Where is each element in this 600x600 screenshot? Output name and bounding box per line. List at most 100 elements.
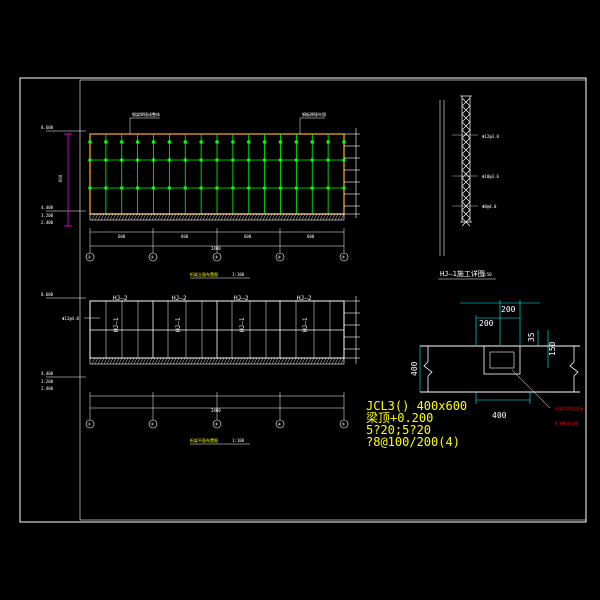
dim-bay-c: 600 bbox=[244, 234, 252, 239]
joint-node bbox=[135, 158, 140, 162]
title-bottom-scale: 1:100 bbox=[232, 438, 245, 443]
top-elevation: 8.600 4.400 3.200 2.400 600 钢架焊接成整体 钢板焊接… bbox=[41, 111, 360, 279]
drawing-line bbox=[166, 213, 171, 221]
drawing-line bbox=[127, 213, 132, 221]
joint-node bbox=[294, 186, 299, 190]
joint-node bbox=[119, 140, 124, 144]
drawing-line bbox=[145, 357, 150, 365]
drawing-line bbox=[214, 357, 219, 365]
joint-node bbox=[183, 158, 188, 162]
joint-node bbox=[151, 186, 156, 190]
drawing-line bbox=[461, 169, 471, 179]
drawing-line bbox=[313, 213, 318, 221]
drawing-line bbox=[229, 357, 234, 365]
drawing-line bbox=[238, 213, 243, 221]
inner-frame bbox=[79, 79, 587, 521]
drawing-line bbox=[337, 213, 342, 221]
drawing-line bbox=[289, 357, 294, 365]
note-top-2: 钢板焊接牢固 bbox=[302, 111, 326, 117]
hj2-label-4: HJ—2 bbox=[297, 295, 312, 302]
drawing-line bbox=[217, 213, 222, 221]
drawing-line bbox=[461, 105, 471, 115]
drawing-line bbox=[268, 213, 273, 221]
drawing-line bbox=[118, 213, 123, 221]
drawing-line bbox=[103, 357, 108, 365]
joint-node bbox=[310, 140, 315, 144]
drawing-line bbox=[268, 357, 273, 365]
drawing-line bbox=[157, 357, 162, 365]
joint-node bbox=[88, 186, 92, 190]
drawing-line bbox=[271, 213, 276, 221]
drawing-line bbox=[160, 357, 165, 365]
drawing-line bbox=[127, 357, 132, 365]
drawing-line bbox=[244, 357, 249, 365]
drawing-line bbox=[319, 213, 324, 221]
drawing-line bbox=[283, 213, 288, 221]
elev-plan-low-2: 3.200 bbox=[41, 379, 54, 384]
drawing-line bbox=[148, 213, 153, 221]
hj1-label-3: HJ—1 bbox=[239, 317, 246, 332]
joint-node bbox=[342, 186, 346, 190]
hj1-label-2: HJ—1 bbox=[175, 317, 182, 332]
drawing-line bbox=[262, 213, 267, 221]
drawing-line bbox=[289, 213, 294, 221]
drawing-line bbox=[172, 213, 177, 221]
truss-detail: Φ12@3.0 Φ10@3.6 Φ8@4.0 HJ—1施工详图 1:50 bbox=[438, 95, 499, 280]
joint-node bbox=[151, 158, 156, 162]
drawing-line bbox=[235, 213, 240, 221]
drawing-line bbox=[145, 213, 150, 221]
column-stub bbox=[483, 345, 521, 375]
drawing-line bbox=[211, 357, 216, 365]
bottom-axis-3: ③ bbox=[215, 422, 219, 427]
joint-node bbox=[294, 158, 299, 162]
top-axis-bubbles: ① ② ③ ④ ⑤ bbox=[85, 252, 349, 262]
drawing-line bbox=[298, 357, 303, 365]
drawing-line bbox=[208, 213, 213, 221]
bottom-axis-bubbles: ① ② ③ ④ ⑤ bbox=[85, 419, 349, 429]
section-dim-400h: 400 bbox=[410, 361, 419, 376]
joint-node bbox=[262, 186, 267, 190]
drawing-line bbox=[461, 153, 471, 163]
joint-node bbox=[199, 186, 203, 190]
drawing-line bbox=[283, 357, 288, 365]
drawing-line bbox=[94, 357, 99, 365]
section-dim-200b: 200 bbox=[479, 319, 494, 328]
drawing-line bbox=[271, 357, 276, 365]
drawing-line bbox=[91, 357, 96, 365]
drawing-line bbox=[334, 357, 339, 365]
drawing-line bbox=[322, 213, 327, 221]
drawing-line bbox=[139, 213, 144, 221]
joint-node bbox=[294, 140, 299, 144]
drawing-line bbox=[232, 357, 237, 365]
joint-node bbox=[262, 140, 267, 144]
joint-node bbox=[342, 158, 346, 162]
drawing-line bbox=[226, 357, 231, 365]
drawing-line bbox=[136, 357, 141, 365]
joint-node bbox=[167, 140, 172, 144]
drawing-line bbox=[265, 213, 270, 221]
drawing-line bbox=[461, 113, 471, 123]
drawing-line bbox=[340, 357, 345, 365]
joint-node bbox=[342, 140, 346, 144]
drawing-line bbox=[316, 357, 321, 365]
title-top: 桁架立面布置图 bbox=[190, 271, 218, 277]
drawing-line bbox=[112, 213, 117, 221]
drawing-line bbox=[304, 213, 309, 221]
drawing-line bbox=[319, 357, 324, 365]
drawing-line bbox=[217, 357, 222, 365]
bottom-axis-4: ④ bbox=[278, 422, 282, 427]
joint-node bbox=[215, 186, 219, 190]
drawing-line bbox=[238, 357, 243, 365]
drawing-line bbox=[325, 357, 330, 365]
beam-spec-line-3: 5?20;5?20 bbox=[366, 423, 431, 437]
drawing-line bbox=[154, 213, 159, 221]
top-axis-4: ④ bbox=[278, 255, 282, 260]
elev-low-mark-3: 2.400 bbox=[41, 220, 54, 225]
joint-node bbox=[326, 140, 330, 144]
drawing-line bbox=[133, 357, 138, 365]
joint-node bbox=[326, 186, 330, 190]
drawing-line bbox=[199, 213, 204, 221]
drawing-line bbox=[307, 357, 312, 365]
note-plan: Φ12@4.0 bbox=[62, 316, 79, 321]
drawing-line bbox=[205, 213, 210, 221]
